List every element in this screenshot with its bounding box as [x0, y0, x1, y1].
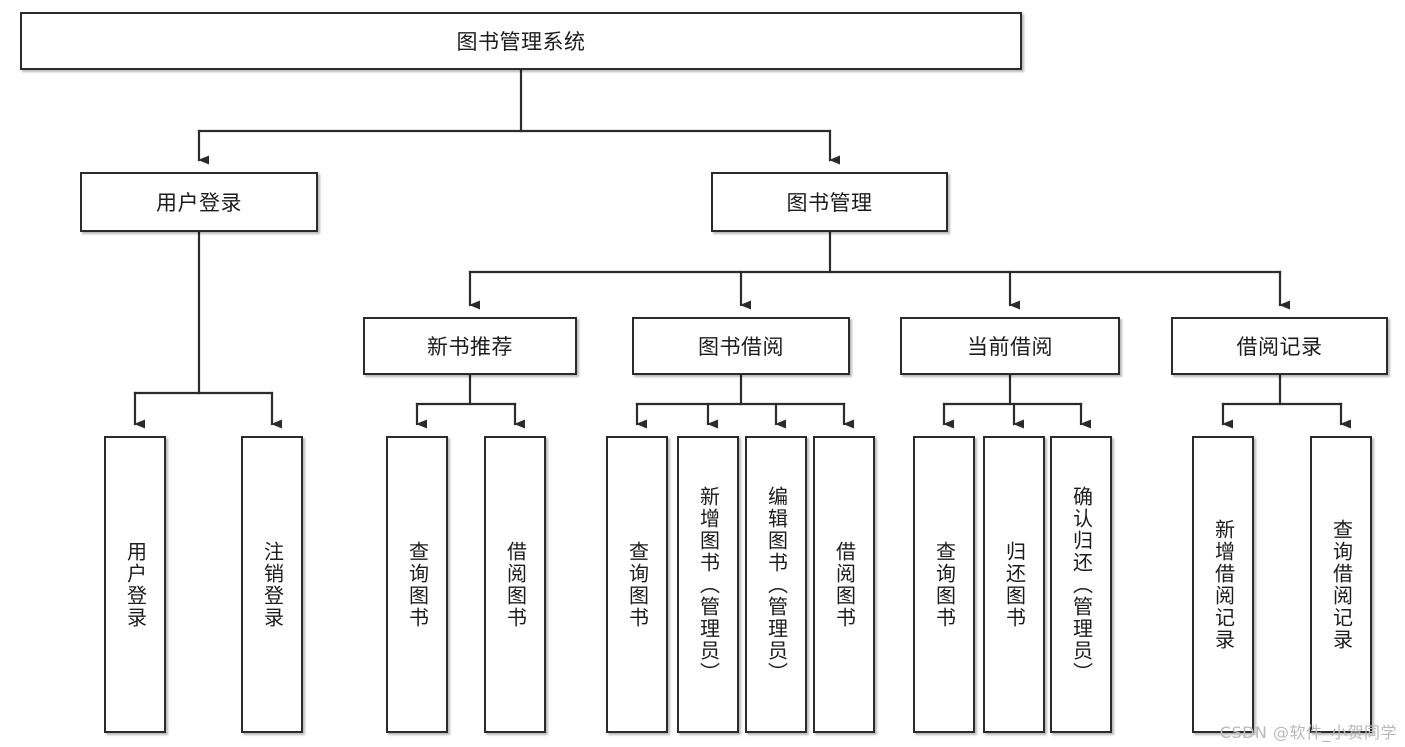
node-leaf-query-book-current-label: 查询图书	[932, 540, 957, 629]
node-borrow-records[interactable]: 借阅记录	[1171, 317, 1388, 375]
node-leaf-query-borrow-record[interactable]: 查询借阅记录	[1310, 436, 1372, 733]
node-root[interactable]: 图书管理系统	[20, 12, 1022, 70]
node-leaf-add-borrow-record[interactable]: 新增借阅记录	[1192, 436, 1254, 733]
node-leaf-user-login-label: 用户登录	[123, 540, 148, 629]
node-leaf-return-book-label: 归还图书	[1002, 540, 1027, 629]
node-book-management[interactable]: 图书管理	[711, 172, 948, 232]
node-leaf-query-book-borrow-label: 查询图书	[625, 540, 650, 629]
node-leaf-query-book-recommend[interactable]: 查询图书	[386, 436, 448, 733]
node-borrow-records-label: 借阅记录	[1236, 335, 1323, 359]
csdn-watermark: CSDN @软件_小贺同学	[1219, 723, 1397, 742]
node-user-login-label: 用户登录	[156, 191, 242, 215]
node-root-label: 图书管理系统	[456, 30, 586, 54]
node-new-book-recommend[interactable]: 新书推荐	[363, 317, 577, 375]
node-leaf-logout-label: 注销登录	[260, 540, 285, 629]
node-leaf-add-book-admin-label: 新增图书（管理员）	[696, 485, 721, 684]
node-leaf-add-borrow-record-label: 新增借阅记录	[1211, 518, 1236, 651]
node-leaf-return-book[interactable]: 归还图书	[983, 436, 1045, 733]
node-leaf-confirm-return-admin[interactable]: 确认归还（管理员）	[1050, 436, 1112, 733]
node-leaf-borrow-book-recommend-label: 借阅图书	[503, 540, 528, 629]
node-leaf-borrow-book[interactable]: 借阅图书	[813, 436, 875, 733]
node-leaf-borrow-book-recommend[interactable]: 借阅图书	[484, 436, 546, 733]
node-leaf-confirm-return-admin-label: 确认归还（管理员）	[1069, 485, 1094, 684]
node-leaf-add-book-admin[interactable]: 新增图书（管理员）	[677, 436, 739, 733]
node-leaf-query-book-borrow[interactable]: 查询图书	[606, 436, 668, 733]
node-leaf-query-borrow-record-label: 查询借阅记录	[1329, 518, 1354, 651]
node-leaf-logout[interactable]: 注销登录	[241, 436, 303, 733]
node-book-borrow-label: 图书借阅	[698, 335, 784, 359]
node-leaf-edit-book-admin[interactable]: 编辑图书（管理员）	[745, 436, 807, 733]
node-leaf-borrow-book-label: 借阅图书	[832, 540, 857, 629]
node-leaf-query-book-current[interactable]: 查询图书	[913, 436, 975, 733]
node-new-book-recommend-label: 新书推荐	[427, 335, 513, 359]
node-book-management-label: 图书管理	[786, 191, 873, 215]
node-user-login[interactable]: 用户登录	[80, 172, 318, 232]
node-leaf-edit-book-admin-label: 编辑图书（管理员）	[764, 485, 789, 684]
node-leaf-user-login[interactable]: 用户登录	[104, 436, 166, 733]
node-leaf-query-book-recommend-label: 查询图书	[405, 540, 430, 629]
node-current-borrow-label: 当前借阅	[967, 335, 1053, 359]
node-book-borrow[interactable]: 图书借阅	[632, 317, 850, 375]
node-current-borrow[interactable]: 当前借阅	[900, 317, 1120, 375]
